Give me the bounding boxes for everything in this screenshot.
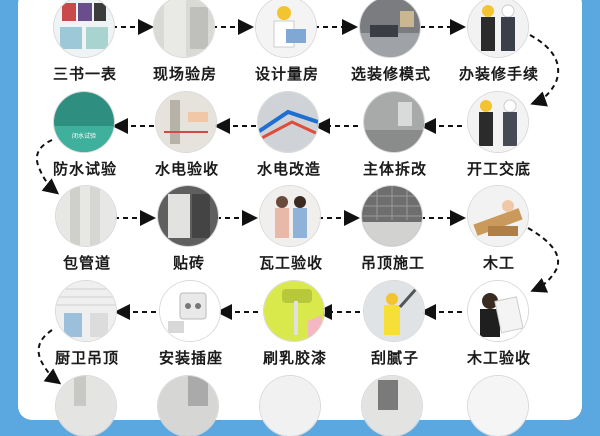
- step-9-image: [364, 92, 424, 152]
- step-11-label: 包管道: [62, 254, 111, 272]
- step-13-label: 瓦工验收: [258, 254, 323, 272]
- step-7-image: [156, 92, 216, 152]
- step-8-label: 水电改造: [256, 160, 321, 178]
- step-19-label: 刮腻子: [370, 349, 419, 367]
- step-9-label: 主体拆改: [362, 160, 427, 178]
- step-23-image: [260, 376, 320, 436]
- step-2-label: 现场验房: [152, 65, 217, 83]
- step-14-label: 吊顶施工: [360, 254, 425, 272]
- step-5-label: 办装修手续: [458, 65, 539, 83]
- step-1-label: 三书一表: [52, 65, 117, 83]
- step-1-image: [54, 0, 114, 57]
- step-14-image: [362, 186, 422, 246]
- step-2-image: [154, 0, 214, 57]
- step-19-image: [364, 281, 424, 341]
- step-12-label: 贴砖: [172, 254, 205, 272]
- step-11-image: [56, 186, 116, 246]
- step-20-label: 木工验收: [466, 349, 531, 367]
- step-20-image: [468, 281, 528, 341]
- step-18-label: 刷乳胶漆: [262, 349, 327, 367]
- step-3-image: [256, 0, 316, 57]
- step-3-label: 设计量房: [254, 65, 319, 83]
- step-6-label: 防水试验: [52, 160, 117, 178]
- step-18-image: [264, 281, 324, 341]
- step-7-label: 水电验收: [154, 160, 219, 178]
- step-25-image: [468, 376, 528, 436]
- step-15-label: 木工: [482, 254, 515, 272]
- step-17-label: 安装插座: [158, 349, 223, 367]
- step-21-image: [56, 376, 116, 436]
- step-24-image: [362, 376, 422, 436]
- step-10-label: 开工交底: [466, 160, 531, 178]
- step-6-image: 闭水试验: [54, 92, 114, 152]
- step-22-image: [158, 376, 218, 436]
- step-4-image: [360, 0, 420, 57]
- step-4-label: 选装修模式: [350, 65, 431, 83]
- step-15-image: [468, 186, 528, 246]
- step-12-image: [158, 186, 218, 246]
- step-10-image: [468, 92, 528, 152]
- step-17-image: [160, 281, 220, 341]
- step-8-image: [258, 92, 318, 152]
- step-13-image: [260, 186, 320, 246]
- step-16-label: 厨卫吊顶: [54, 349, 119, 367]
- step-16-image: [56, 281, 116, 341]
- photo-caption: 闭水试验: [72, 132, 96, 140]
- step-5-image: [468, 0, 528, 57]
